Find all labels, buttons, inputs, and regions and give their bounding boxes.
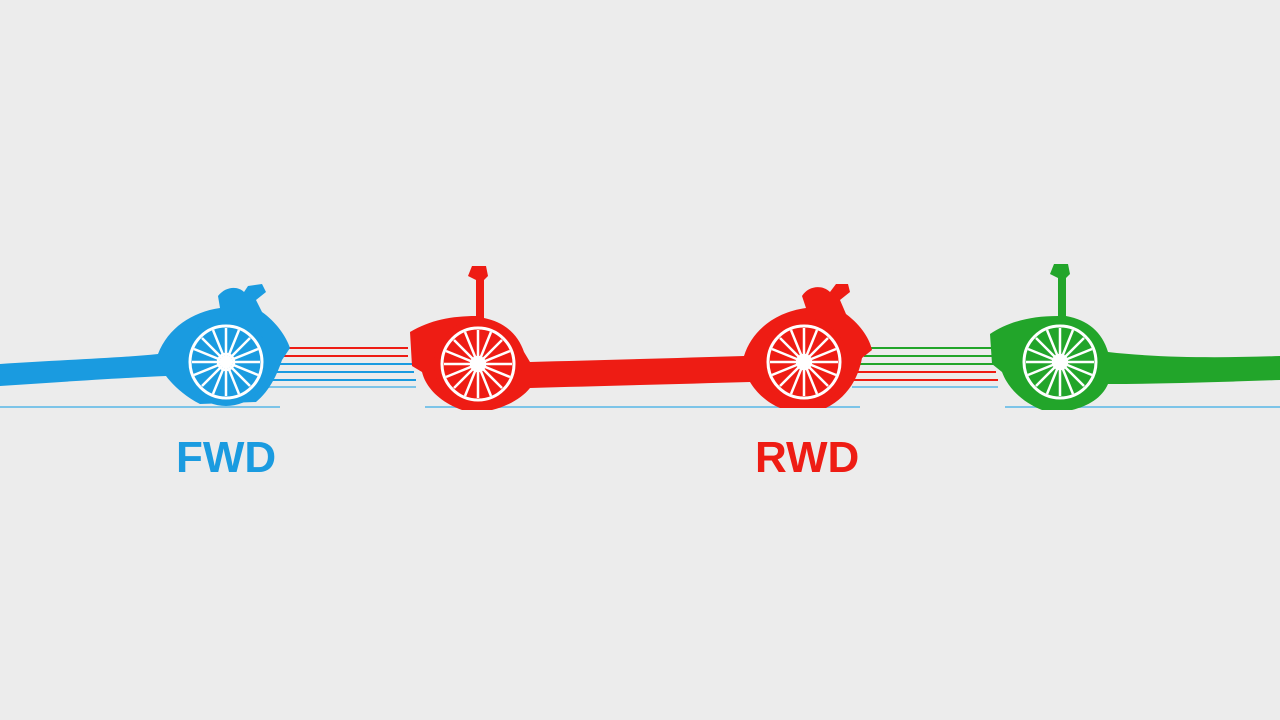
speed-lines-fwd-to-rwd <box>268 347 416 388</box>
ground-lines <box>0 406 1280 408</box>
rwd-label: RWD <box>755 433 860 482</box>
car-silhouette-front-blue <box>0 284 290 406</box>
ground-line-right <box>1005 406 1280 408</box>
wheel-icon <box>1022 324 1098 400</box>
car-silhouette-red <box>410 266 872 410</box>
wheel-icon <box>188 324 264 400</box>
ground-line-left <box>0 406 280 408</box>
ground-line-middle <box>425 406 860 408</box>
fwd-label: FWD <box>176 433 277 482</box>
wheel-icon <box>766 324 842 400</box>
speed-lines-rwd-to-awd <box>852 347 998 388</box>
wheel-icon <box>440 326 516 402</box>
